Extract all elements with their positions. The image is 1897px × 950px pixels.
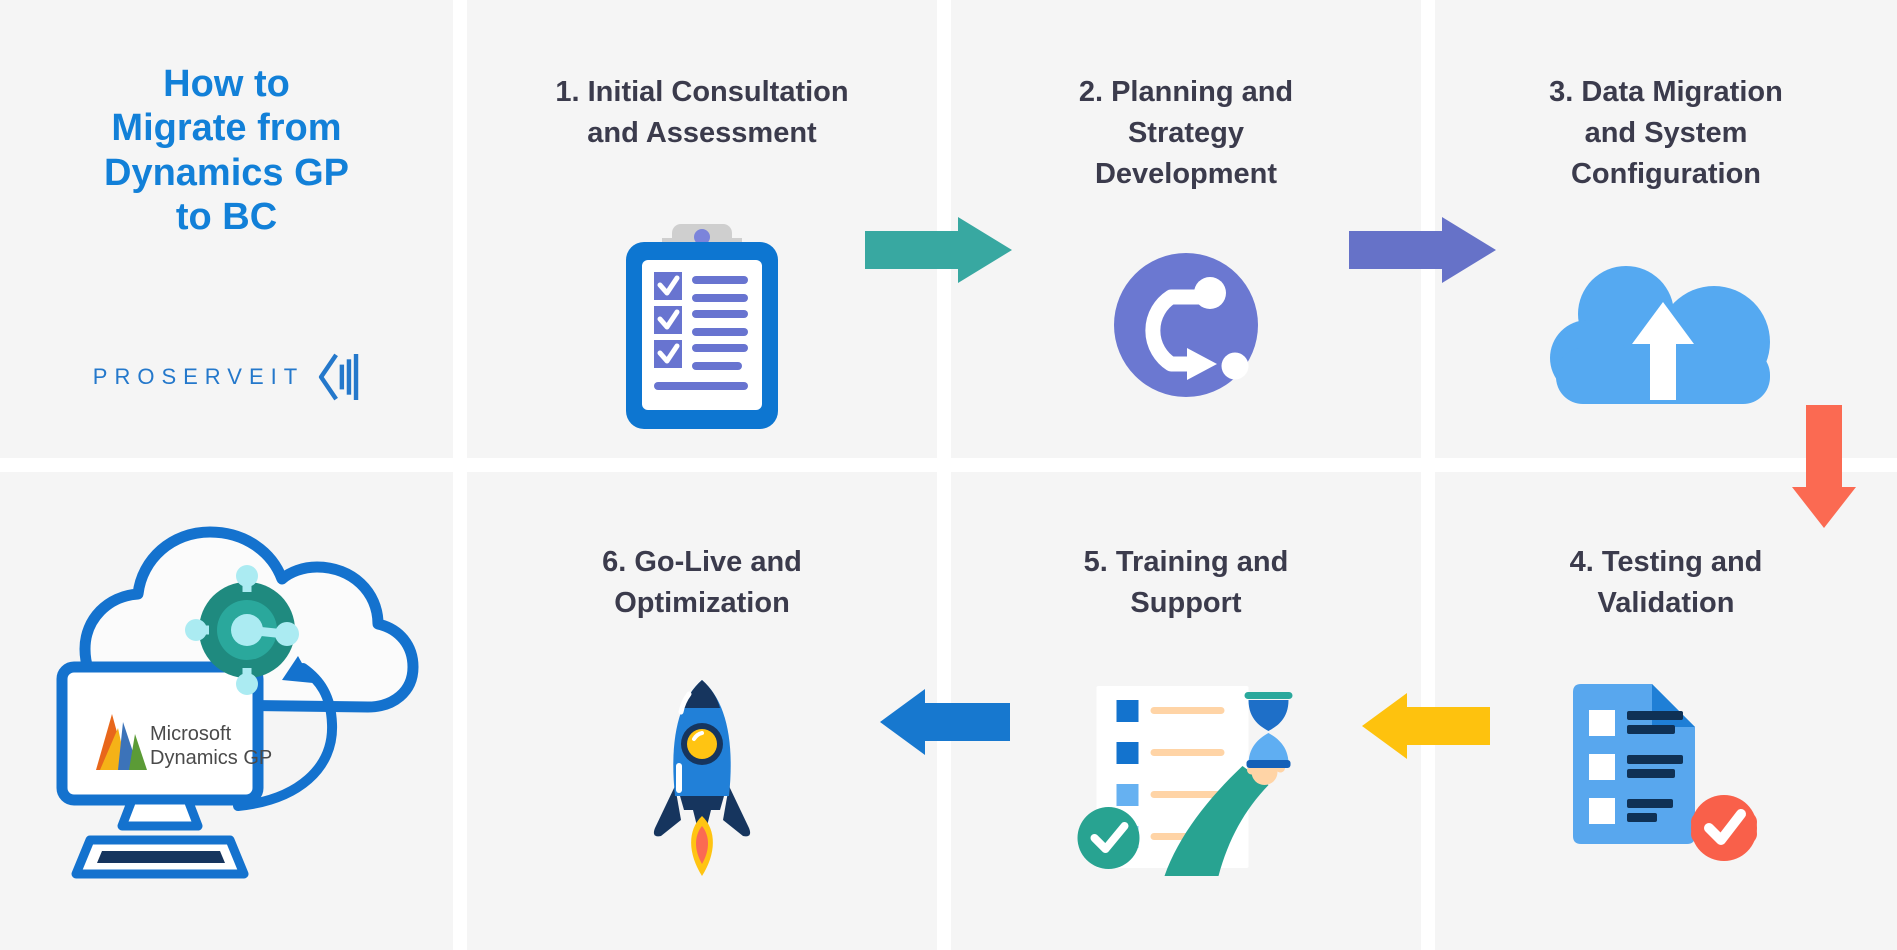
monitor-stand	[117, 795, 203, 831]
migration-arrow	[233, 663, 338, 811]
cloud-upload-icon	[1546, 252, 1786, 404]
arrow-step5-to-step6	[880, 689, 1010, 755]
training-support-icon	[1069, 686, 1304, 876]
brand-name: PROSERVEIT	[92, 364, 305, 389]
proserveit-hexagon-icon	[319, 353, 359, 401]
step-5-title: 5. Training and Support	[1083, 546, 1289, 620]
ms-logo-line1: Microsoft	[150, 723, 232, 745]
step-1-title: 1. Initial Consultation and Assessment	[555, 76, 849, 150]
dynamics-gp-to-cloud-illustration: Microsoft Dynamics GP	[56, 526, 419, 879]
arrow-step3-to-step4	[1792, 405, 1856, 528]
step-4-title: 4. Testing and Validation	[1569, 546, 1763, 620]
ms-logo-line2: Dynamics GP	[150, 747, 272, 769]
step-2-panel: 2. Planning and Strategy Development	[951, 0, 1421, 458]
document-validation-icon	[1571, 684, 1761, 874]
step-2-title: 2. Planning and Strategy Development	[1078, 76, 1294, 191]
brand-logo: PROSERVEIT	[0, 352, 453, 402]
arrow-step2-to-step3	[1349, 217, 1496, 283]
step-3-title: 3. Data Migration and System Configurati…	[1549, 76, 1783, 191]
step-5-panel: 5. Training and Support	[951, 472, 1421, 950]
step-4-panel: 4. Testing and Validation	[1435, 472, 1897, 950]
keyboard-keys	[97, 851, 225, 863]
arrow-step1-to-step2	[865, 217, 1012, 283]
dynamics-gp-panel: Microsoft Dynamics GP	[0, 472, 453, 950]
ms-dynamics-gp-logo: Microsoft Dynamics GP	[96, 714, 272, 770]
arrow-step4-to-step5	[1362, 693, 1490, 759]
business-central-icon	[185, 565, 299, 695]
step-3-panel: 3. Data Migration and System Configurati…	[1435, 0, 1897, 458]
step-6-panel: 6. Go-Live and Optimization	[467, 472, 937, 950]
clipboard-checklist-icon	[626, 224, 778, 429]
rocket-launch-icon	[647, 678, 757, 878]
page-title: How to Migrate from Dynamics GP to BC	[104, 63, 349, 239]
step-1-panel: 1. Initial Consultation and Assessment	[467, 0, 937, 458]
migration-arrowhead	[282, 656, 313, 683]
step-6-title: 6. Go-Live and Optimization	[602, 546, 802, 620]
title-panel: How to Migrate from Dynamics GP to BC PR…	[0, 0, 453, 458]
strategy-route-icon	[1113, 252, 1259, 398]
